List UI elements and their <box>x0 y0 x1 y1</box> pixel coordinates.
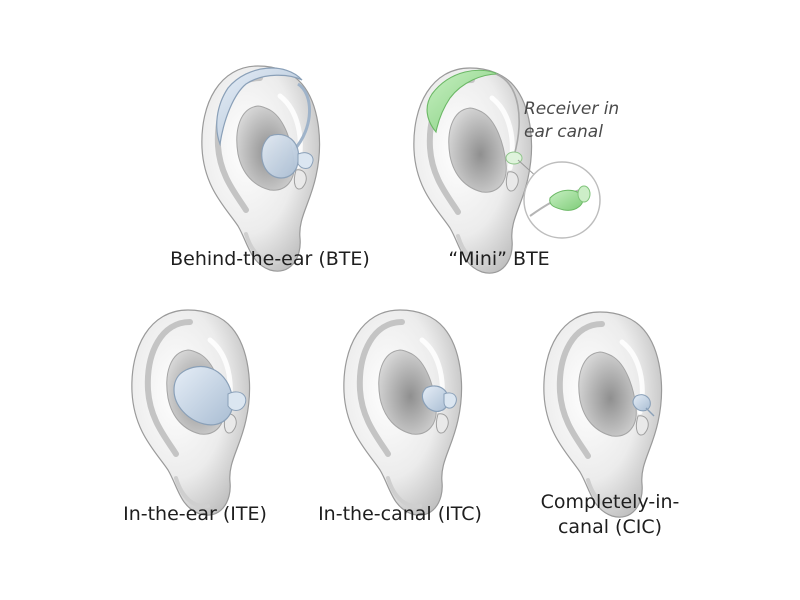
cic-caption-line1: Completely-in- <box>540 491 680 513</box>
ite-caption: In-the-ear (ITE) <box>123 503 267 525</box>
receiver-callout-label-line1: Receiver in <box>524 99 620 119</box>
mini-bte-caption: “Mini” BTE <box>448 248 550 270</box>
bte-caption: Behind-the-ear (BTE) <box>170 248 370 270</box>
bte-illustration <box>198 58 338 283</box>
cic-caption-line2: canal (CIC) <box>557 516 663 538</box>
receiver-callout-label-line2: ear canal <box>524 122 603 142</box>
itc-caption: In-the-canal (ITC) <box>318 503 482 525</box>
ite-device-shape <box>173 365 234 426</box>
itc-device-shape <box>421 385 449 412</box>
cic-illustration <box>540 304 680 529</box>
cic-device-shape <box>632 394 651 412</box>
mini-bte-illustration <box>410 60 601 285</box>
bte-device-shape <box>216 67 303 147</box>
ite-illustration <box>128 302 268 527</box>
itc-illustration <box>340 302 480 527</box>
mini-bte-device-shape <box>426 69 499 134</box>
